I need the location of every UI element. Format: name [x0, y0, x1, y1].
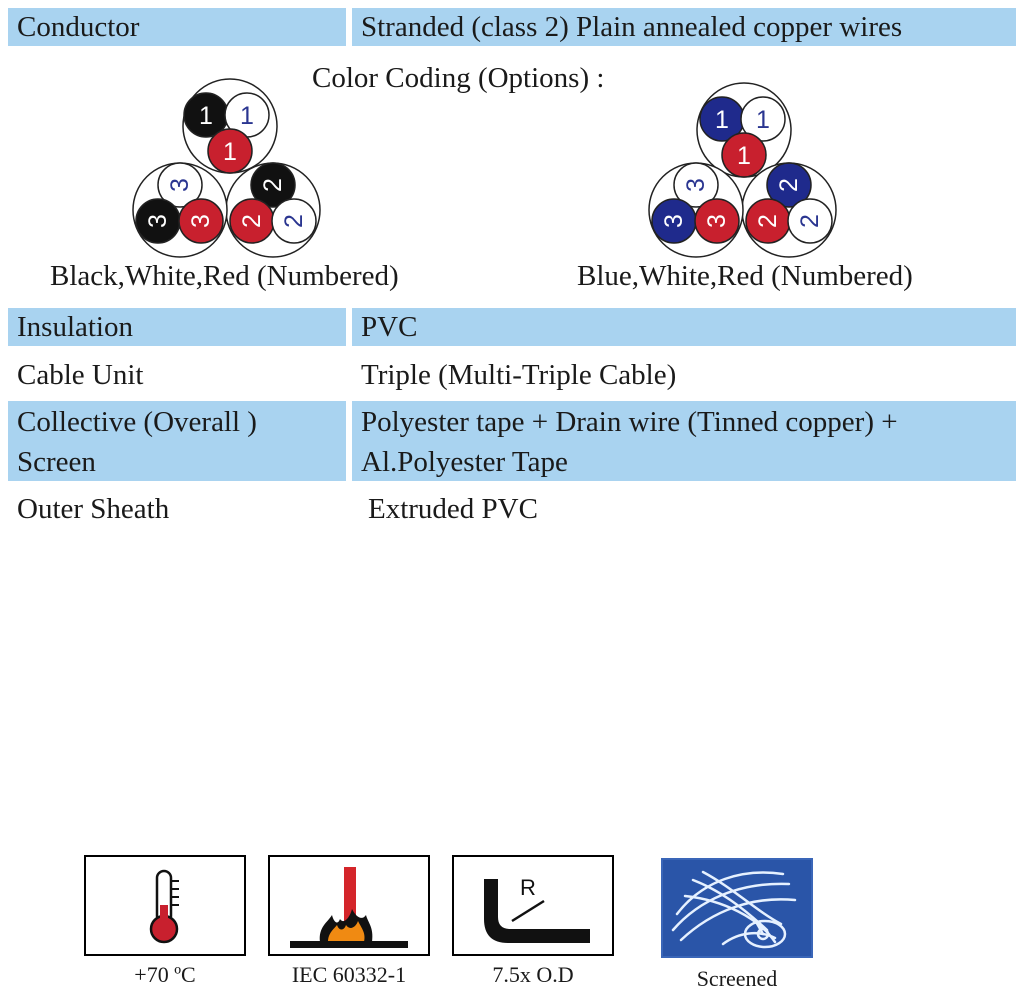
core-diagram-blue-white-red: 1 1 1 2 2 2 3 3 3: [648, 82, 837, 258]
temperature-label: +70 ºC: [134, 962, 196, 987]
core-number: 1: [199, 102, 213, 130]
core-white-1: [740, 96, 786, 142]
core-number: 3: [144, 214, 172, 228]
triple-3: 3 3 3: [648, 162, 744, 258]
core-number: 1: [240, 102, 254, 130]
core-white-3: [673, 162, 719, 208]
cable-unit-label: Cable Unit: [17, 359, 144, 391]
core-number: 2: [775, 178, 803, 192]
screen-label: Collective (Overall ) Screen: [8, 401, 346, 481]
screen-value: Polyester tape + Drain wire (Tinned copp…: [352, 401, 1016, 481]
core-number: 1: [737, 142, 751, 170]
triple-1: 1 1 1: [696, 82, 792, 178]
screen-label-line2: Screen: [17, 446, 96, 478]
temperature-box: [84, 855, 246, 956]
triple-3: 3 3 3: [132, 162, 228, 258]
screen-label-line1: Collective (Overall ): [17, 406, 257, 438]
core-number: 1: [756, 106, 770, 134]
bend-radius-label: 7.5x O.D: [492, 962, 574, 987]
core-red-3: [178, 198, 224, 244]
core-red-3: [694, 198, 740, 244]
bend-radius-box: R: [452, 855, 614, 956]
core-number: 3: [166, 178, 194, 192]
core-number: 2: [754, 214, 782, 228]
row-conductor: Conductor Stranded (class 2) Plain annea…: [8, 8, 1016, 46]
core-white-2: [787, 198, 833, 244]
caption-blue-white-red: Blue,White,Red (Numbered): [577, 260, 913, 292]
core-number: 3: [660, 214, 688, 228]
core-number: 3: [682, 178, 710, 192]
flame-test-label: IEC 60332-1: [291, 962, 407, 987]
outer-sheath-label: Outer Sheath: [17, 493, 170, 525]
insulation-value: PVC: [352, 308, 1016, 346]
core-white-3: [157, 162, 203, 208]
outer-sheath-value: Extruded PVC: [368, 493, 538, 525]
core-number: 2: [280, 214, 308, 228]
core-number: 3: [187, 214, 215, 228]
screened-icon: [671, 870, 797, 949]
core-number: 1: [715, 106, 729, 134]
cable-unit-value: Triple (Multi-Triple Cable): [361, 359, 677, 391]
caption-black-white-red: Black,White,Red (Numbered): [50, 260, 399, 292]
triple-2: 2 2 2: [225, 162, 321, 258]
core-number: 2: [796, 214, 824, 228]
core-red-1: [721, 132, 767, 178]
triple-2: 2 2 2: [741, 162, 837, 258]
triple-1: 1 1 1: [182, 78, 278, 174]
flame-test-box: [268, 855, 430, 956]
core-number: 2: [259, 178, 287, 192]
row-outer-sheath: Outer Sheath Extruded PVC: [8, 490, 1016, 528]
flame-icon: [290, 867, 408, 948]
core-primary-2: [766, 162, 812, 208]
core-diagram-black-white-red: 1 1 1 2 2 2 3 3 3: [132, 78, 321, 258]
core-primary-2: [250, 162, 296, 208]
row-cable-unit: Cable Unit Triple (Multi-Triple Cable): [8, 356, 1016, 394]
radius-letter: R: [520, 875, 536, 900]
core-white-2: [271, 198, 317, 244]
core-red-1: [207, 128, 253, 174]
core-number: 2: [238, 214, 266, 228]
color-coding-heading: Color Coding (Options) :: [312, 62, 605, 94]
core-number: 1: [223, 138, 237, 166]
conductor-label: Conductor: [8, 8, 346, 46]
screen-value-line2: Al.Polyester Tape: [361, 446, 568, 478]
conductor-value: Stranded (class 2) Plain annealed copper…: [352, 8, 1016, 46]
insulation-label: Insulation: [8, 308, 346, 346]
row-insulation: Insulation PVC: [8, 308, 1016, 346]
core-number: 3: [703, 214, 731, 228]
screened-label: Screened: [696, 966, 778, 991]
thermometer-icon: [149, 869, 179, 944]
screen-value-line1: Polyester tape + Drain wire (Tinned copp…: [361, 406, 898, 438]
screened-box: [661, 858, 813, 958]
bend-radius-icon: R: [484, 875, 590, 943]
row-collective-screen: Collective (Overall ) Screen Polyester t…: [8, 401, 1016, 481]
